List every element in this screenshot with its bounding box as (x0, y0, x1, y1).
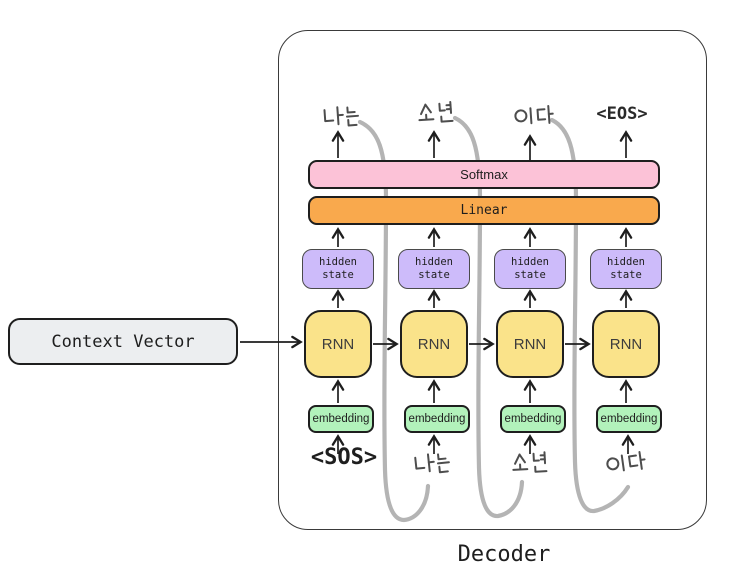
korean-word-naneun-icon (414, 453, 450, 474)
softmax-label: Softmax (460, 167, 508, 182)
linear-layer: Linear (308, 196, 660, 225)
decoder-caption: Decoder (457, 541, 551, 567)
embedding-label: embedding (312, 413, 370, 425)
output-word-3 (511, 102, 557, 131)
hidden-state-label: hidden state (319, 255, 357, 281)
hidden-state-node-3: hidden state (494, 249, 566, 289)
hidden-state-node-2: hidden state (398, 249, 470, 289)
rnn-label: RNN (417, 335, 451, 353)
embedding-label: embedding (504, 413, 562, 425)
output-word-4: <EOS> (596, 104, 648, 124)
korean-word-ida-icon (514, 104, 554, 125)
hidden-state-node-4: hidden state (590, 249, 662, 289)
rnn-label: RNN (321, 335, 355, 353)
output-word-1 (318, 102, 364, 131)
output-word-2 (413, 98, 459, 127)
embedding-node-2: embedding (404, 405, 470, 433)
rnn-node-1: RNN (304, 310, 372, 378)
context-vector-node: Context Vector (8, 318, 238, 365)
context-vector-label: Context Vector (51, 331, 195, 352)
korean-word-sonyeon-icon (512, 451, 548, 473)
input-word-1: <SOS> (310, 444, 378, 470)
embedding-label: embedding (600, 413, 658, 425)
hidden-state-label: hidden state (511, 255, 549, 281)
rnn-node-3: RNN (496, 310, 564, 378)
linear-label: Linear (460, 203, 508, 218)
decoder-container (278, 30, 707, 530)
softmax-layer: Softmax (308, 160, 660, 189)
korean-word-ida-icon (606, 451, 646, 472)
rnn-label: RNN (513, 335, 547, 353)
input-word-3 (507, 448, 552, 478)
korean-word-sonyeon-icon (418, 100, 454, 123)
embedding-node-3: embedding (500, 405, 566, 433)
rnn-label: RNN (609, 335, 643, 353)
hidden-state-label: hidden state (607, 255, 645, 281)
rnn-node-2: RNN (400, 310, 468, 378)
embedding-node-4: embedding (596, 405, 662, 433)
input-word-2 (409, 448, 456, 480)
hidden-state-label: hidden state (415, 255, 453, 281)
hidden-state-node-1: hidden state (302, 249, 374, 289)
korean-word-naneun-icon (323, 106, 359, 127)
rnn-node-4: RNN (592, 310, 660, 378)
embedding-label: embedding (408, 413, 466, 425)
embedding-node-1: embedding (308, 405, 374, 433)
